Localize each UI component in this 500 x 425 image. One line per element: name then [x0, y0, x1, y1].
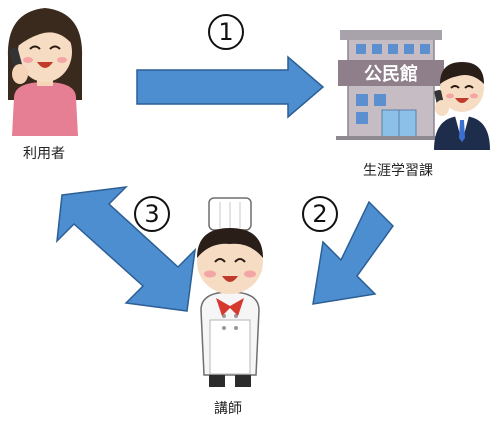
label-user: 利用者 — [23, 146, 65, 162]
arrows — [56, 55, 394, 312]
step-3-number: 3 — [144, 200, 160, 228]
building-sign-text: 公民館 — [364, 63, 418, 85]
label-lifelong-learning: 生涯学習課 — [363, 163, 433, 179]
community-center-icon — [336, 30, 490, 150]
step-3-badge: 3 — [134, 196, 170, 232]
step-1-number: 1 — [218, 18, 234, 46]
step-2-number: 2 — [312, 200, 328, 228]
arrow-step-3 — [56, 185, 197, 312]
label-instructor: 講師 — [214, 401, 242, 417]
chef-instructor-icon — [197, 197, 263, 387]
arrow-step-1 — [136, 55, 325, 119]
arrow-step-2 — [312, 200, 394, 305]
woman-on-phone-icon — [7, 8, 83, 136]
step-2-badge: 2 — [302, 196, 338, 232]
step-1-badge: 1 — [208, 14, 244, 50]
